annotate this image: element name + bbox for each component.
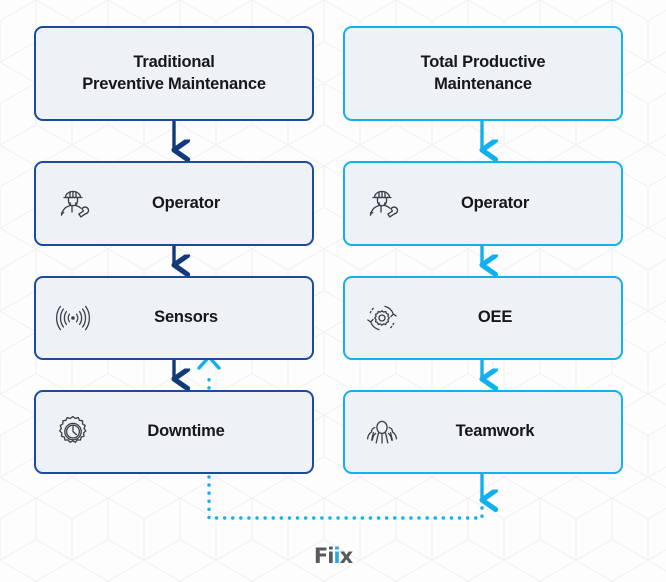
node-label: Traditional Preventive Maintenance bbox=[82, 52, 266, 93]
node-left-sensors[interactable]: Sensors bbox=[34, 276, 314, 360]
node-label: Total Productive Maintenance bbox=[420, 52, 546, 93]
operator-icon bbox=[50, 181, 96, 227]
operator-icon bbox=[359, 181, 405, 227]
oee-icon bbox=[359, 295, 405, 341]
logo-part-fi: Fi bbox=[313, 544, 335, 568]
node-left-operator[interactable]: Operator bbox=[34, 161, 314, 246]
logo-part-x: x bbox=[339, 544, 354, 568]
node-right-operator[interactable]: Operator bbox=[343, 161, 623, 246]
fiix-logo: Fiix bbox=[0, 544, 666, 568]
downtime-icon bbox=[50, 409, 96, 455]
node-right-oee[interactable]: OEE bbox=[343, 276, 623, 360]
teamwork-icon bbox=[359, 409, 405, 455]
node-left-downtime[interactable]: Downtime bbox=[34, 390, 314, 474]
node-traditional-preventive-maintenance[interactable]: Traditional Preventive Maintenance bbox=[34, 26, 314, 121]
node-total-productive-maintenance[interactable]: Total Productive Maintenance bbox=[343, 26, 623, 121]
sensors-icon bbox=[50, 295, 96, 341]
node-right-teamwork[interactable]: Teamwork bbox=[343, 390, 623, 474]
